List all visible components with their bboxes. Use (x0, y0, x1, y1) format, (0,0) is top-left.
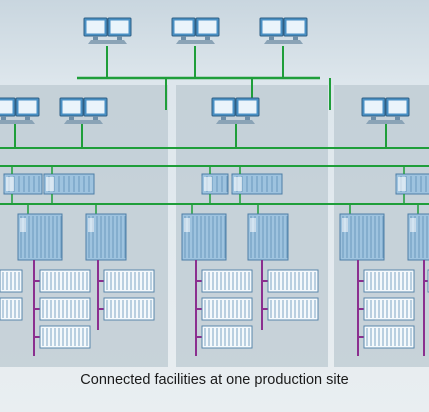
io-module-12 (267, 297, 319, 321)
io-module-14 (363, 297, 415, 321)
top-workstation-1 (83, 17, 132, 44)
controller-2 (43, 173, 95, 195)
top-workstation-2 (171, 17, 220, 44)
io-module-10 (201, 325, 253, 349)
controller-3 (201, 173, 229, 195)
io-module-left-4 (0, 269, 23, 293)
io-module-7 (103, 297, 155, 321)
facility-workstation-4 (361, 97, 410, 124)
io-module-1 (39, 269, 91, 293)
io-rack-1 (17, 213, 63, 261)
io-rack-6 (407, 213, 429, 261)
io-module-13 (363, 269, 415, 293)
io-rack-3 (181, 213, 227, 261)
io-module-3 (39, 325, 91, 349)
io-module-6 (103, 269, 155, 293)
controller-1 (3, 173, 43, 195)
io-module-8 (201, 269, 253, 293)
facility-workstation-3 (211, 97, 260, 124)
facility-workstation-2 (59, 97, 108, 124)
controller-5 (395, 173, 429, 195)
io-rack-5 (339, 213, 385, 261)
io-rack-2 (85, 213, 127, 261)
facility-workstation-1 (0, 97, 40, 124)
diagram-caption: Connected facilities at one production s… (80, 372, 349, 388)
controller-4 (231, 173, 283, 195)
io-module-left-5 (0, 297, 23, 321)
io-module-11 (267, 269, 319, 293)
top-workstation-3 (259, 17, 308, 44)
io-module-15 (363, 325, 415, 349)
io-module-9 (201, 297, 253, 321)
io-module-2 (39, 297, 91, 321)
io-rack-4 (247, 213, 289, 261)
